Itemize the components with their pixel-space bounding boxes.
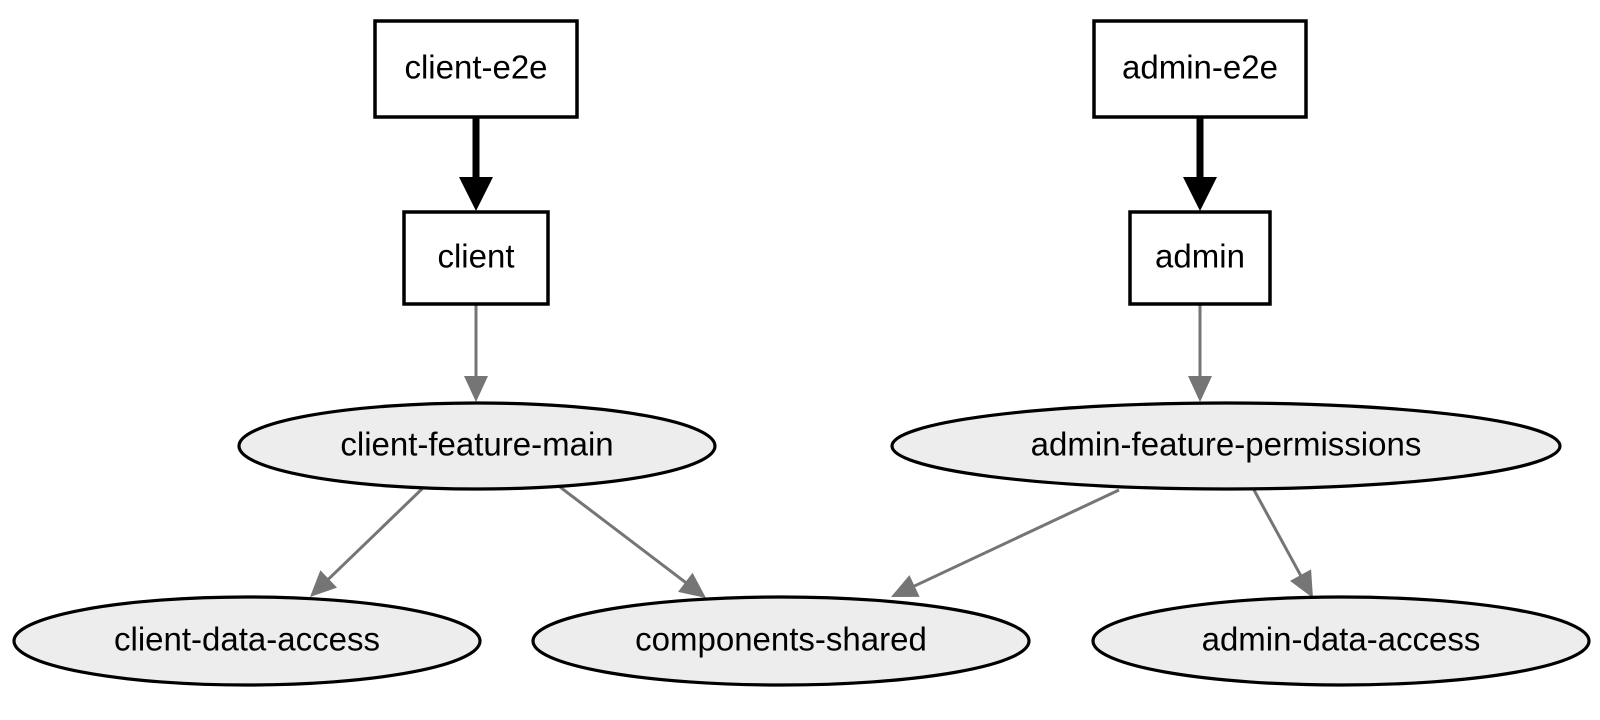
node-components-shared[interactable]: components-shared: [531, 595, 1031, 687]
node-ellipse[interactable]: [890, 401, 1562, 491]
node-label: admin-data-access: [1202, 621, 1481, 658]
node-label: admin-feature-permissions: [1031, 426, 1422, 463]
node-rect[interactable]: [373, 19, 579, 119]
node-client-data-access[interactable]: client-data-access: [12, 595, 482, 687]
edge-arrowhead: [1290, 569, 1313, 598]
edge-line: [326, 485, 426, 582]
edge-arrowhead: [459, 177, 493, 211]
node-admin[interactable]: admin: [1128, 210, 1272, 306]
edge-arrowhead: [310, 570, 338, 597]
edge-line: [559, 485, 688, 585]
edge-arrowhead: [1183, 177, 1217, 211]
node-label: admin: [1155, 238, 1245, 275]
node-admin-feature-permissions[interactable]: admin-feature-permissions: [890, 401, 1562, 491]
node-label: client: [437, 238, 514, 275]
edge-admin-feature-permissions-to-admin-data-access: [1252, 489, 1313, 598]
node-client-e2e[interactable]: client-e2e: [373, 19, 579, 119]
nodes-layer: client-e2e admin-e2e client admin client-fea…: [12, 19, 1591, 687]
node-ellipse[interactable]: [12, 595, 482, 687]
node-ellipse[interactable]: [237, 401, 717, 491]
edge-admin-to-admin-feature-permissions: [1188, 305, 1212, 402]
node-admin-e2e[interactable]: admin-e2e: [1092, 19, 1308, 119]
edge-client-e2e-to-client: [459, 118, 493, 211]
node-ellipse[interactable]: [1091, 595, 1591, 687]
edge-arrowhead: [891, 575, 920, 597]
edge-client-feature-main-to-components-shared: [559, 485, 706, 598]
node-client[interactable]: client: [402, 210, 550, 306]
edge-line: [1252, 489, 1303, 578]
edge-admin-e2e-to-admin: [1183, 118, 1217, 211]
edge-admin-feature-permissions-to-components-shared: [891, 488, 1120, 597]
node-label: client-feature-main: [340, 426, 613, 463]
node-rect[interactable]: [1092, 19, 1308, 119]
edge-line: [912, 488, 1120, 589]
edge-client-to-client-feature-main: [464, 305, 488, 402]
node-label: components-shared: [635, 621, 927, 658]
edge-arrowhead: [1188, 376, 1212, 402]
node-client-feature-main[interactable]: client-feature-main: [237, 401, 717, 491]
node-label: client-e2e: [404, 49, 547, 86]
node-rect[interactable]: [402, 210, 550, 306]
edge-arrowhead: [464, 376, 488, 402]
edge-client-feature-main-to-client-data-access: [310, 485, 426, 597]
node-ellipse[interactable]: [531, 595, 1031, 687]
node-label: client-data-access: [114, 621, 380, 658]
edge-arrowhead: [678, 572, 706, 598]
node-admin-data-access[interactable]: admin-data-access: [1091, 595, 1591, 687]
edges-layer: [310, 118, 1313, 598]
node-label: admin-e2e: [1122, 49, 1278, 86]
node-rect[interactable]: [1128, 210, 1272, 306]
